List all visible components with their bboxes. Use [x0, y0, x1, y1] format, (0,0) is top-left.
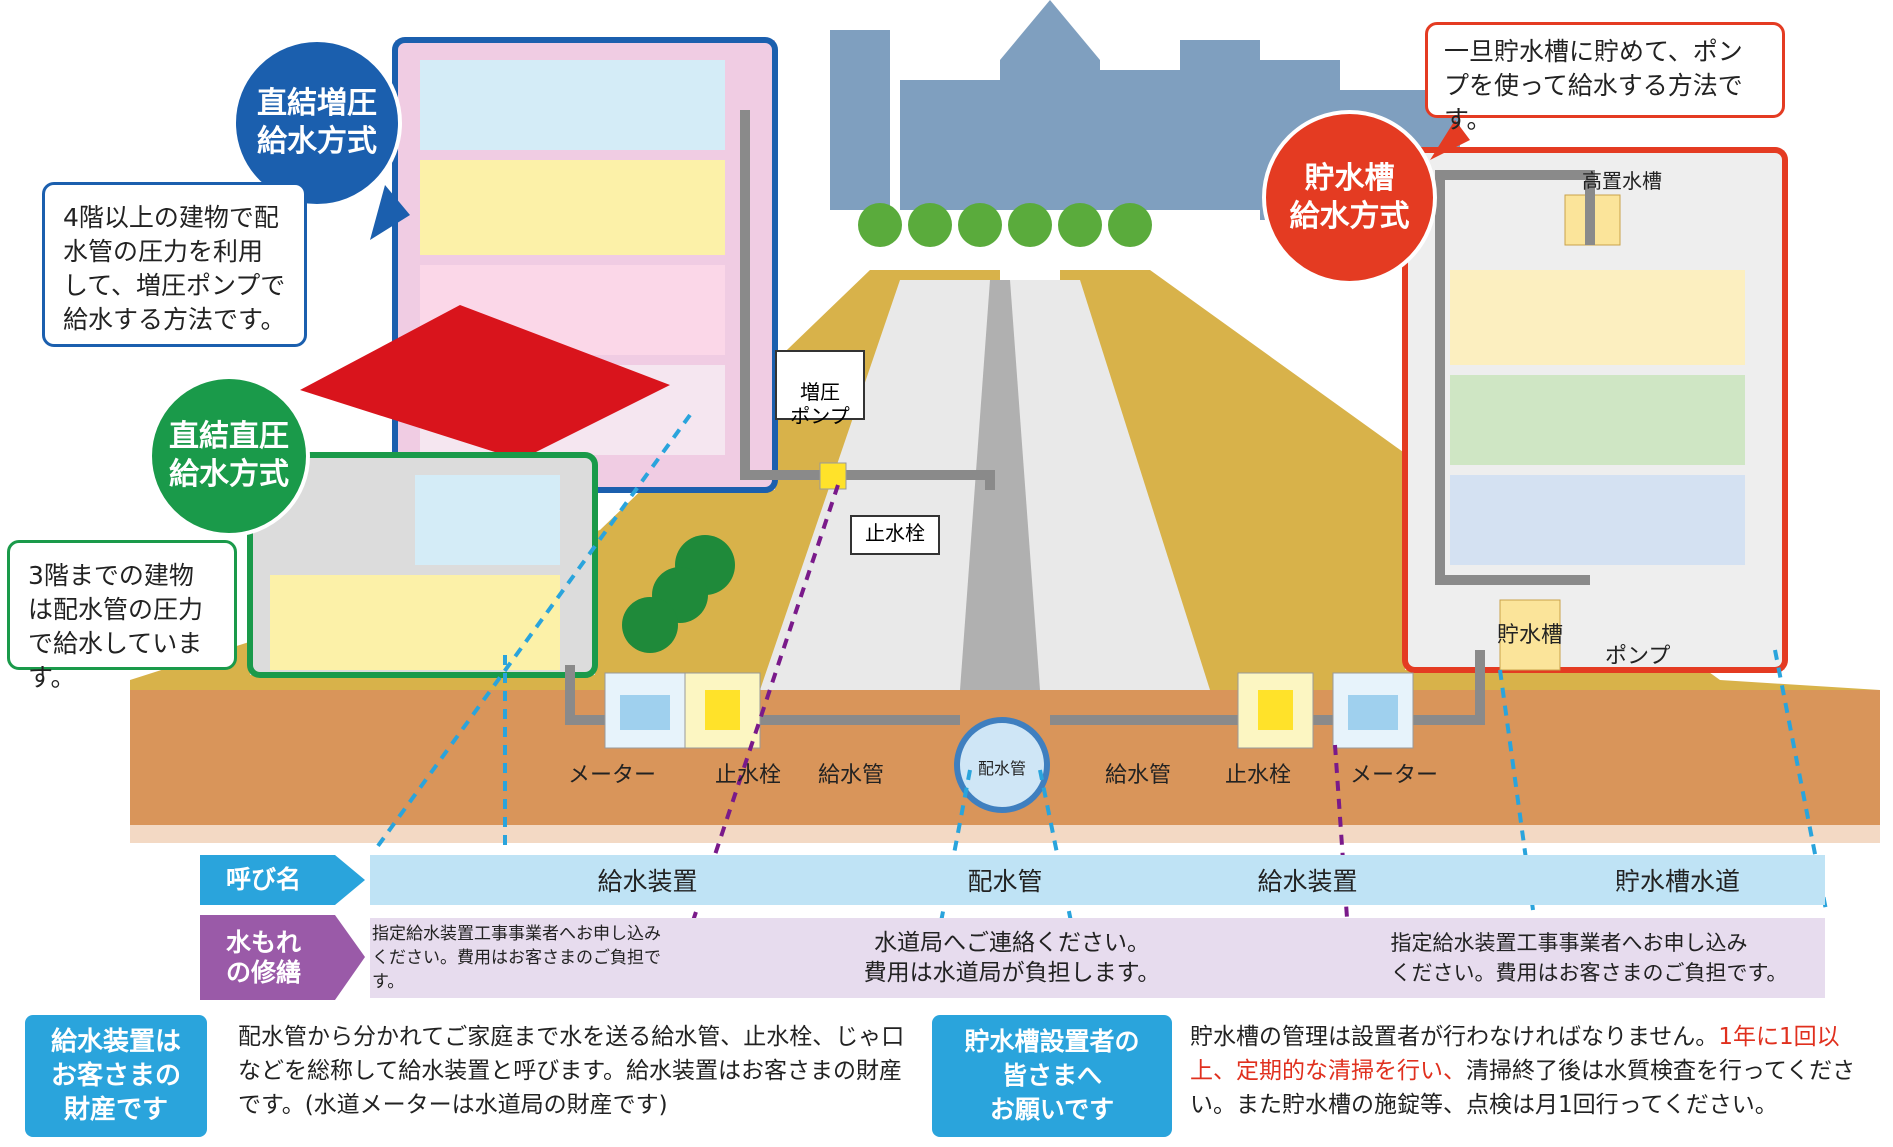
supply-pipe-right-line [1050, 650, 1485, 725]
pump-label: ポンプ [1605, 644, 1671, 669]
repair-cell-right: 指定給水装置工事事業者へお申し込み ください。費用はお客さまのご負担です。 [1390, 931, 1788, 985]
storage-tank-shape [1499, 599, 1561, 671]
repair-header-arrow [200, 915, 365, 1000]
supply-pipe-left-label: 給水管 [818, 763, 885, 788]
name-cell-main-pipe: 配水管 [967, 867, 1043, 896]
ground-right [1060, 270, 1880, 690]
cleaning-requirement-highlight: 1年に1回以上、定期的な清掃を行い、 [1190, 1024, 1840, 1084]
road-center [960, 280, 1040, 690]
tank-method-badge: 貯水槽 給水方式 [1262, 110, 1437, 285]
direct-method-description: 3階までの建物は配水管の圧力で給水しています。 [7, 540, 237, 692]
bushes [622, 535, 735, 653]
supply-pipe-right-label: 給水管 [1105, 763, 1172, 788]
name-cell-tank: 貯水槽水道 [1614, 867, 1740, 896]
repair-cell-left: 指定給水装置工事事業者へお申し込み ください。費用はお客さまのご負担です。 [372, 924, 661, 992]
repair-cell-middle: 水道局へご連絡ください。 費用は水道局が負担します。 [863, 930, 1161, 986]
meter-left-label: メーター [568, 763, 657, 788]
high-tank-label: 高置水槽 [1582, 169, 1662, 193]
booster-method-description: 4階以上の建物で配水管の圧力を利用して、増圧ポンプで給水する方法です。 [42, 182, 307, 347]
stop-valve-left-label: 止水栓 [715, 763, 782, 788]
main-pipe-label: 配水管 [978, 759, 1027, 778]
tank-owner-request-badge: 貯水槽設置者の 皆さまへ お願いです [932, 1015, 1172, 1137]
direct-method-badge: 直結直圧 給水方式 [148, 375, 310, 537]
name-header-arrow [200, 855, 365, 905]
upper-stop-valve-label: 止水栓 [850, 515, 940, 555]
booster-pump-label: 増圧 ポンプ [775, 350, 865, 428]
tree-row [858, 203, 1152, 247]
supply-device-property-badge: 給水装置は お客さまの 財産です [25, 1015, 207, 1137]
tank-owner-request-text: 貯水槽の管理は設置者が行わなければなりません。1年に1回以上、定期的な清掃を行い… [1190, 1024, 1856, 1118]
meter-right-label: メーター [1350, 763, 1439, 788]
supply-device-property-text: 配水管から分かれてご家庭まで水を送る給水管、止水栓、じゃ口などを総称して給水装置… [238, 1024, 905, 1118]
repair-band [370, 918, 1825, 998]
name-cell-supply-right: 給水装置 [1257, 867, 1358, 896]
repair-header: 水もれ の修繕 [226, 927, 302, 987]
stop-valve-right-label: 止水栓 [1225, 763, 1292, 788]
tank-method-description: 一旦貯水槽に貯めて、ポンプを使って給水する方法です。 [1425, 22, 1785, 134]
name-cell-supply-left: 給水装置 [597, 867, 698, 896]
supply-pipe-left-line [565, 665, 960, 725]
name-header: 呼び名 [226, 865, 302, 894]
name-band [370, 855, 1825, 905]
upper-stop-valve [819, 462, 847, 490]
main-pipe-circle [954, 717, 1050, 813]
storage-tank-label: 貯水槽 [1497, 623, 1564, 648]
house-roof [300, 305, 670, 460]
booster-method-badge: 直結増圧 給水方式 [232, 38, 402, 208]
